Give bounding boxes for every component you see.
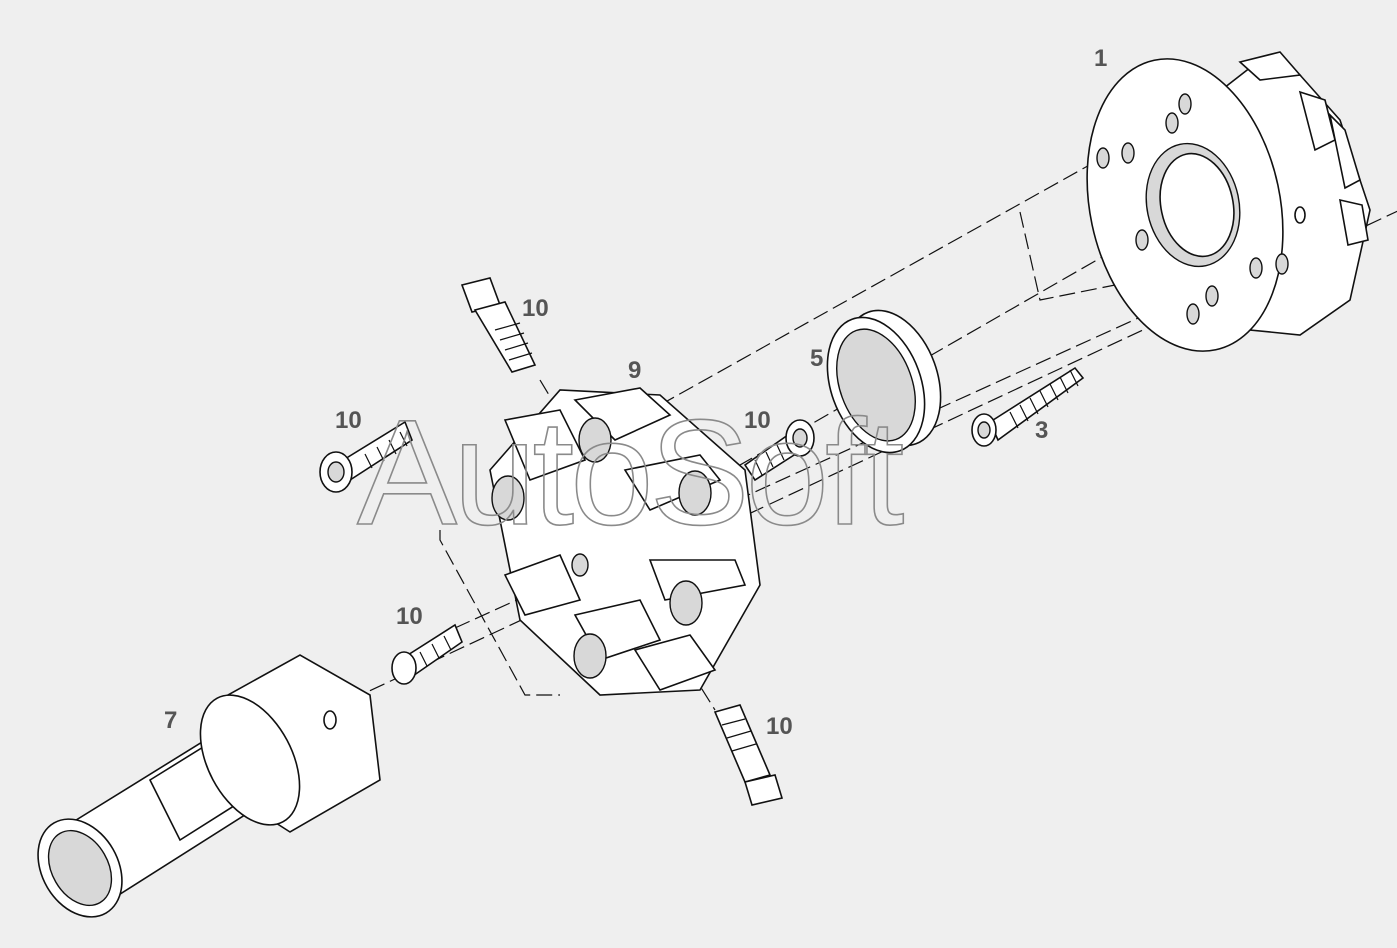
callout-9: 9 (628, 357, 641, 384)
callout-3: 3 (1035, 417, 1048, 444)
callout-1: 1 (1094, 45, 1107, 72)
sleeve-ring (826, 309, 942, 454)
shaft-adapter (37, 654, 381, 918)
cap-screw-center (743, 419, 815, 482)
callout-10-bottom: 10 (766, 713, 793, 740)
callout-5: 5 (810, 345, 823, 372)
cap-screw-top (460, 277, 537, 373)
callout-10-center: 10 (744, 407, 771, 434)
long-screw (971, 366, 1085, 447)
cap-screw-left (319, 420, 413, 493)
watermark-text: AutoSoft (357, 388, 904, 556)
callout-10-lower: 10 (396, 603, 423, 630)
elastic-coupling (489, 387, 761, 696)
cap-screw-bottom (713, 704, 784, 806)
callout-10-left: 10 (335, 407, 362, 434)
cap-screw-lower (391, 623, 463, 685)
flange-hub (1086, 51, 1371, 352)
callout-7: 7 (164, 707, 177, 734)
callout-10-top: 10 (522, 295, 549, 322)
